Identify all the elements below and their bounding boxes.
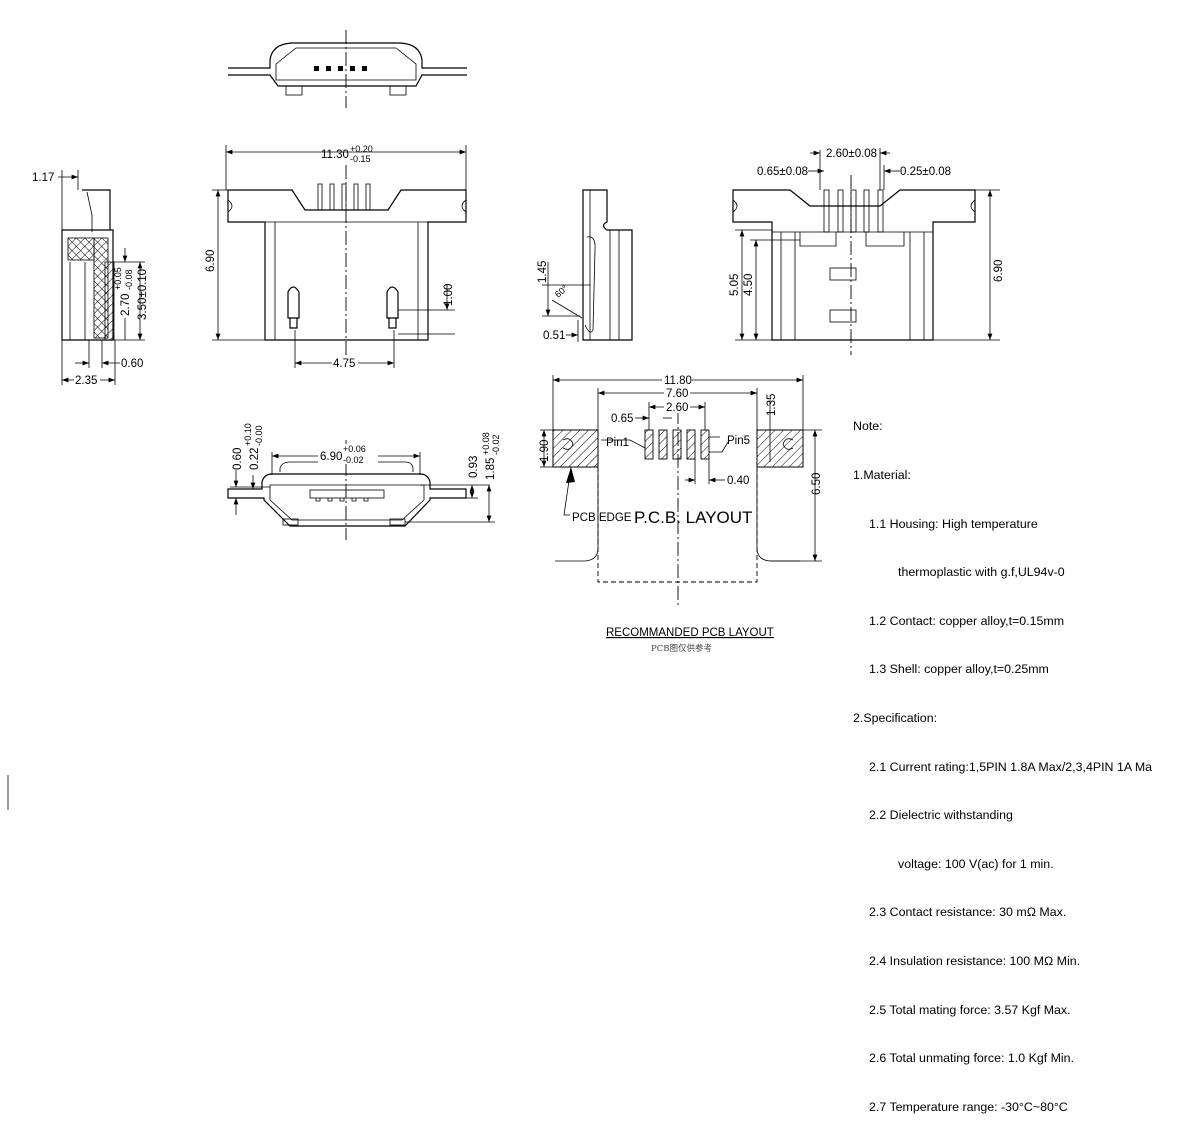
pcb-layout-view: 11.80 7.60 2.60 0.65 1.35 1.90 0.40 6.50… [539,374,823,654]
tol-plus: +0.08 [481,432,491,455]
pcb-layout-caption-cn: PCB图仅供参考 [651,643,712,654]
drawing-sheet: 11.30 +0.20 -0.15 6.90 1.00 4.75 1.17 2.… [7,30,1005,810]
tol-plus: +0.05 [113,267,123,290]
note-item: 1.2 Contact: copper alloy,t=0.15mm [869,613,1065,628]
note-item: 1.3 Shell: copper alloy,t=0.25mm [869,662,1049,677]
notes-title: Note: [853,419,883,434]
dim-pcb-inner: 7.60 [666,388,688,400]
note-item: 2.4 Insulation resistance: 100 MΩ Min. [869,953,1081,968]
pcb-layout-caption: RECOMMANDED PCB LAYOUT [606,627,774,639]
tol-minus: -0.02 [491,434,501,455]
notes-block: Note: 1.Material: 1.1 Housing: High temp… [853,386,1152,1131]
notes-material: 1.Material: [853,468,911,482]
dim-latch-height: 1.45 [537,261,549,283]
dim-pcb-pad-len: 1.35 [766,394,778,416]
dim-contact-height: 1.00 [443,284,455,306]
tol-minus: -0.00 [254,425,264,446]
dim-side-height: 3.50±0.10 [137,269,149,320]
dim-side-gap: 0.60 [121,358,143,370]
dim-pcb-total: 11.80 [664,375,692,387]
dim-pcb-span: 2.60 [666,402,688,414]
dim-contact-pitch: 4.75 [333,358,355,370]
dim-rear-h1: 5.05 [729,274,741,296]
dim-rear-pin-width: 0.25±0.08 [900,166,951,178]
note-item: 2.6 Total unmating force: 1.0 Kgf Min. [869,1051,1075,1066]
top-view [228,30,467,108]
dim-side-top: 1.17 [32,172,54,184]
tol-minus: -0.08 [124,269,134,290]
mating-face-view: 6.90 +0.06 -0.02 0.60 0.22 +0.10 -0.00 0… [227,423,501,540]
pcb-edge-label: PCB EDGE [572,512,632,524]
dim-front-width: 11.30 [321,149,349,161]
front-view: 11.30 +0.20 -0.15 6.90 1.00 4.75 [205,144,467,370]
note-item: voltage: 100 V(ac) for 1 min. [898,856,1054,871]
dim-rear-h2: 4.50 [743,274,755,296]
note-item: 2.3 Contact resistance: 30 mΩ Max. [869,905,1067,920]
dim-latch-offset: 0.51 [543,330,565,342]
dim-front-height: 6.90 [205,250,217,272]
dim-bottom-b: 0.22 [249,448,261,470]
dim-bottom-a: 0.60 [232,448,244,470]
rear-view: 2.60±0.08 0.65±0.08 0.25±0.08 5.05 4.50 … [729,148,1005,355]
dim-side-width: 2.35 [75,375,97,387]
pin5-label: Pin5 [727,435,750,447]
notes-spec: 2.Specification: [853,710,938,725]
dim-rear-height: 6.90 [993,260,1005,282]
dim-bottom-d: 1.85 [485,458,497,480]
dim-bottom-width: 6.90 [320,451,342,463]
dim-rear-span: 2.60±0.08 [826,148,877,160]
tol-plus: +0.10 [243,423,253,446]
side-section-view: 1.17 2.70 +0.05 -0.08 3.50±0.10 0.60 2.3… [32,170,149,387]
tol-minus: -0.15 [350,154,371,164]
pin1-label: Pin1 [606,437,629,449]
note-item: 2.1 Current rating:1,5PIN 1.8A Max/2,3,4… [869,759,1153,774]
note-item: 2.7 Temperature range: -30°C~80°C [869,1099,1068,1114]
pcb-layout-title: P.C.B. LAYOUT [634,508,752,527]
dim-pcb-pad-h: 1.90 [539,440,551,462]
dim-bottom-c: 0.93 [468,456,480,478]
dim-side-depth: 2.70 [120,294,132,316]
dim-pcb-pad-w: 0.40 [727,475,749,487]
dim-rear-pitch: 0.65±0.08 [757,166,808,178]
latch-side-view: 1.45 60° 0.51 [537,189,633,342]
note-item: 2.5 Total mating force: 3.57 Kgf Max. [869,1002,1071,1017]
tol-plus: +0.20 [350,144,373,154]
dim-pcb-height: 6.50 [811,473,823,495]
tol-plus: +0.06 [343,444,366,454]
dim-pcb-pitch: 0.65 [611,413,633,425]
tol-minus: -0.02 [343,455,364,465]
note-item: thermoplastic with g.f,UL94v-0 [898,565,1065,580]
note-item: 1.1 Housing: High temperature [869,516,1038,531]
